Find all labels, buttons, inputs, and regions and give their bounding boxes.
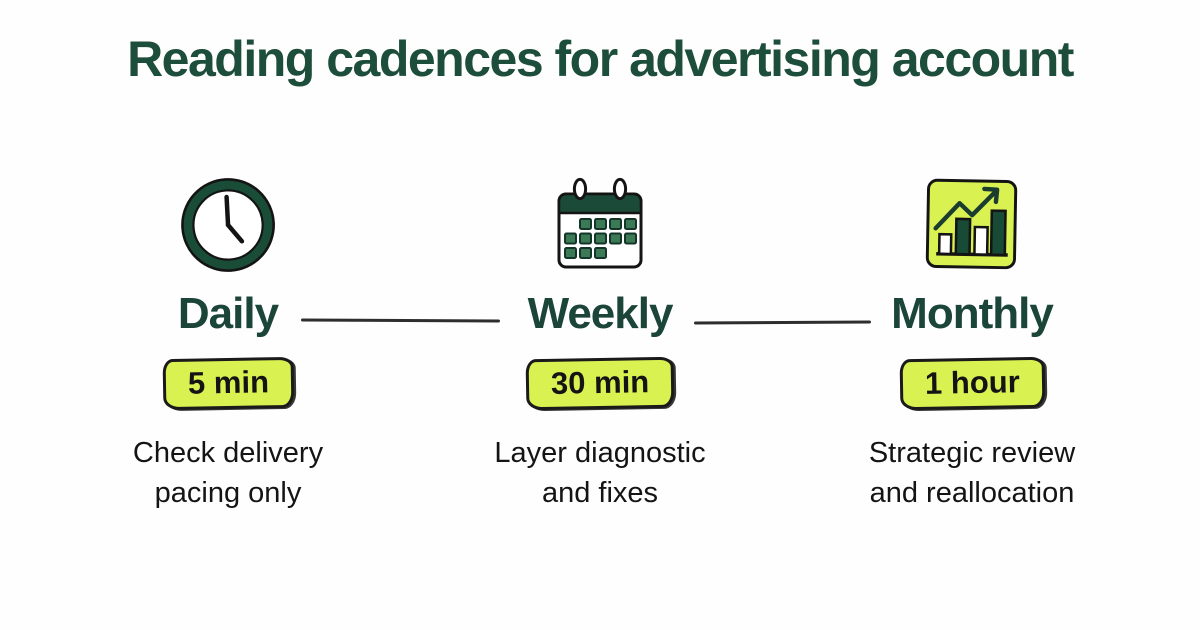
clock-icon xyxy=(58,170,398,278)
cadence-description-weekly: Layer diagnostic and fixes xyxy=(430,433,770,513)
time-badge-daily-text: 5 min xyxy=(187,364,269,401)
cadence-label-monthly: Monthly xyxy=(891,289,1054,338)
cadence-column-daily: Daily 5 min Check delivery pacing only xyxy=(58,170,398,513)
cadence-description-monthly: Strategic review and reallocation xyxy=(802,433,1142,513)
time-badge-monthly-text: 1 hour xyxy=(924,364,1020,401)
description-line: Strategic review xyxy=(868,437,1076,469)
cadence-column-weekly: Weekly 30 min Layer diagnostic and fixes xyxy=(430,170,770,513)
description-line: pacing only xyxy=(154,477,302,510)
cadence-column-monthly: Monthly 1 hour Strategic review and real… xyxy=(802,170,1142,513)
calendar-icon xyxy=(430,170,770,278)
cadence-label-daily: Daily xyxy=(177,289,279,338)
description-line: and fixes xyxy=(541,477,659,510)
bar-chart-icon xyxy=(802,170,1142,278)
time-badge-weekly-text: 30 min xyxy=(550,364,650,401)
time-badge-monthly: 1 hour xyxy=(899,356,1045,411)
time-badge-weekly: 30 min xyxy=(525,356,675,411)
description-line: Layer diagnostic xyxy=(494,437,706,469)
page-title: Reading cadences for advertising account xyxy=(127,31,1074,87)
description-line: and reallocation xyxy=(869,477,1075,510)
cadence-description-daily: Check delivery pacing only xyxy=(58,433,398,513)
cadence-label-weekly: Weekly xyxy=(527,289,674,338)
description-line: Check delivery xyxy=(132,437,324,469)
time-badge-daily: 5 min xyxy=(162,356,294,411)
